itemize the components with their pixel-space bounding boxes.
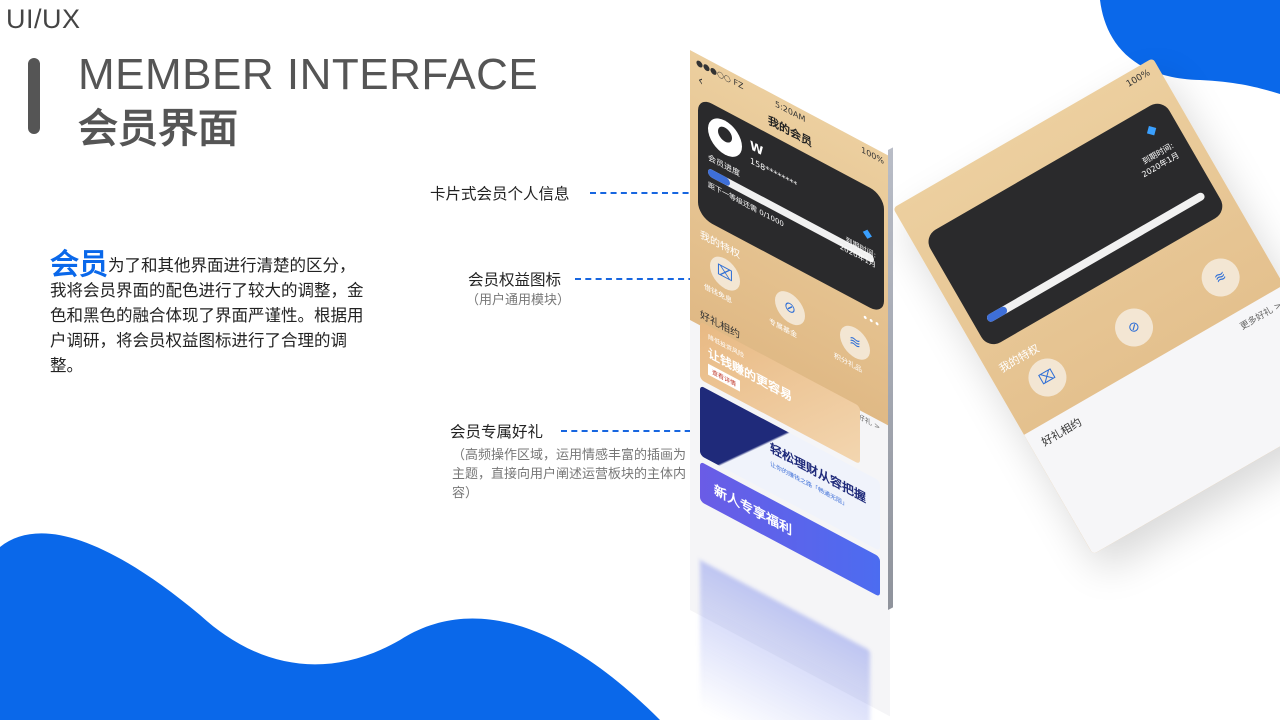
more-gifts-link[interactable]: 更多好礼 >: [1238, 300, 1280, 333]
page-title-en: MEMBER INTERFACE: [78, 50, 539, 99]
callout-sub: （高频操作区域，运用情感丰富的插画为主题，直接向用户阐述运营板块的主体内容）: [452, 448, 687, 501]
section-tag: UI/UX: [6, 4, 81, 34]
phone-screen: 100% ◆ 到期时间: 2020年1月 我的特权 ⌧ ⊘ ≋ 好礼相约 更多好…: [893, 58, 1280, 555]
callout-label: 会员专属好礼: [450, 423, 544, 441]
diamond-icon: ◆: [862, 223, 872, 243]
expiry: 到期时间: 2020年1月: [1140, 141, 1181, 180]
chevron-left-icon[interactable]: ‹: [698, 72, 704, 91]
callout-label: 会员权益图标: [468, 271, 562, 289]
diamond-icon: ◆: [1142, 120, 1161, 141]
coins-icon[interactable]: ≋: [1194, 251, 1247, 304]
callout-line: [589, 192, 740, 194]
member-name: W: [750, 137, 764, 159]
gifts-title: 好礼相约: [1039, 415, 1084, 449]
page-title-cn: 会员界面: [78, 106, 238, 152]
description-text: 为了和其他界面进行清楚的区分，我将会员界面的配色进行了较大的调整，金色和黑色的融…: [50, 256, 364, 375]
phone-mockup-rotated: 100% ◆ 到期时间: 2020年1月 我的特权 ⌧ ⊘ ≋ 好礼相约 更多好…: [893, 58, 1280, 555]
title-accent-bar: [28, 58, 40, 134]
battery-status: 100%: [861, 144, 884, 167]
member-card: ◆ 到期时间: 2020年1月: [923, 98, 1228, 350]
more-dots-icon[interactable]: •••: [862, 311, 880, 333]
description-highlight: 会员: [50, 247, 109, 281]
callout-label: 卡片式会员个人信息: [430, 185, 570, 203]
member-phone: 158********: [750, 155, 798, 191]
decorative-blob-bottom-left: [0, 533, 660, 720]
phone-side-edge: [888, 147, 893, 611]
battery-status: 100%: [1124, 68, 1153, 90]
callout-member-gifts: 会员专属好礼: [450, 420, 722, 442]
description: 会员为了和其他界面进行清楚的区分，我将会员界面的配色进行了较大的调整，金色和黑色…: [50, 250, 370, 378]
callout-sub: （用户通用模块）: [466, 293, 571, 308]
fund-icon[interactable]: ⊘: [1108, 301, 1160, 354]
level-progress-bar: [985, 191, 1207, 324]
decorative-blob-top-right: [1100, 0, 1280, 94]
callout-line: [575, 278, 716, 280]
callout-line: [561, 430, 702, 432]
